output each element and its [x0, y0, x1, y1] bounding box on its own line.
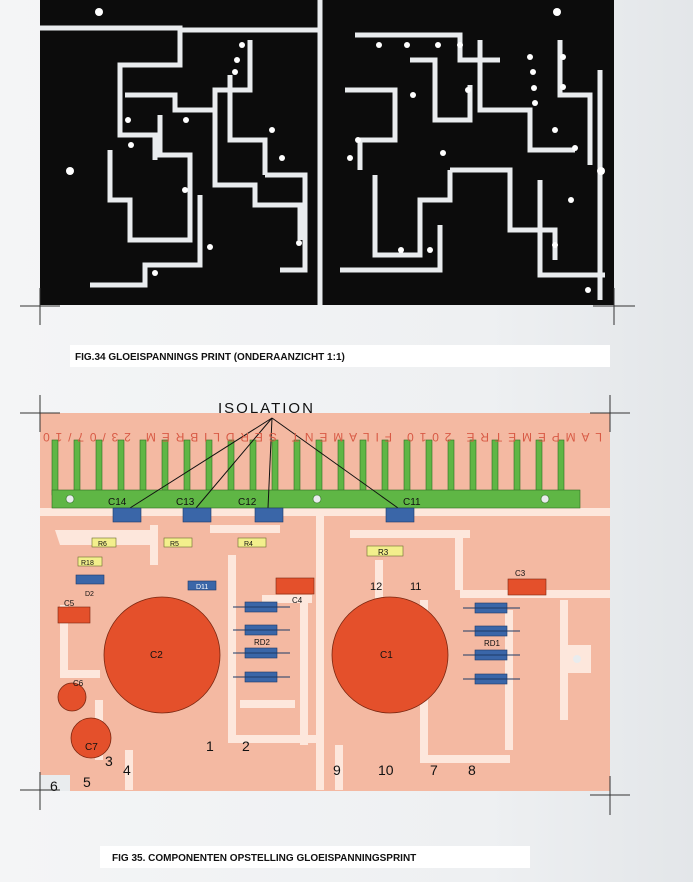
- pcb-pads: [66, 8, 605, 293]
- capacitor-c7: [70, 717, 112, 759]
- label-r3: R3: [378, 548, 389, 557]
- pin-1: 1: [206, 738, 214, 754]
- heatsink: [51, 439, 581, 509]
- label-c4: C4: [292, 596, 303, 605]
- label-c3: C3: [515, 569, 526, 578]
- label-r5: R5: [170, 541, 179, 548]
- label-c12: C12: [238, 497, 257, 508]
- fig34-caption: FIG.34 GLOEISPANNINGS PRINT (ONDERAANZIC…: [75, 352, 345, 363]
- pin-10: 10: [378, 762, 394, 778]
- capacitor-c6: [57, 682, 87, 712]
- pin-2: 2: [242, 738, 250, 754]
- label-d2: D2: [85, 591, 94, 598]
- label-c14: C14: [108, 497, 127, 508]
- label-d11: D11: [196, 584, 208, 591]
- axial-leads: [233, 606, 520, 680]
- film-capacitors: [57, 577, 547, 624]
- isolation-pointers: [129, 417, 399, 509]
- pin-9: 9: [333, 762, 341, 778]
- pcb-isolation-gaps: [40, 0, 605, 305]
- component-layout: [20, 395, 630, 815]
- label-c13: C13: [176, 497, 195, 508]
- pcb-bottom-view: [20, 0, 635, 325]
- label-c11: C11: [403, 497, 421, 508]
- label-c7: C7: [85, 742, 98, 753]
- crop-marks-fig35: [20, 395, 630, 815]
- label-c1: C1: [380, 650, 393, 661]
- pin-8: 8: [468, 762, 476, 778]
- pcb-board: [40, 413, 610, 791]
- pin-6: 6: [50, 778, 58, 794]
- label-rd1: RD1: [484, 639, 501, 648]
- pin-12: 12: [370, 581, 382, 593]
- pin-4: 4: [123, 762, 131, 778]
- pcb-copper-area: [40, 0, 614, 305]
- resistors: [77, 537, 404, 567]
- pcb-traces: [40, 490, 610, 790]
- label-r6: R6: [98, 541, 107, 548]
- isolation-label: ISOLATION: [218, 400, 315, 417]
- fig35-caption: FIG 35. COMPONENTEN OPSTELLING GLOEISPAN…: [112, 853, 417, 864]
- crop-marks-fig34: [20, 288, 635, 325]
- label-r18: R18: [81, 560, 94, 567]
- pin-11: 11: [410, 581, 421, 593]
- board-cutout: [40, 775, 70, 791]
- label-rd2: RD2: [254, 638, 271, 647]
- caption-band-fig35: [100, 846, 530, 868]
- label-c5: C5: [64, 599, 75, 608]
- pin-3: 3: [105, 753, 113, 769]
- label-r4: R4: [244, 541, 253, 548]
- capacitor-c1: [331, 596, 449, 714]
- caption-band-fig34: [70, 345, 610, 367]
- pin-5: 5: [83, 774, 91, 790]
- pin-7: 7: [430, 762, 438, 778]
- capacitor-c2: [103, 596, 221, 714]
- label-c6: C6: [73, 679, 84, 688]
- label-c2: C2: [150, 650, 163, 661]
- mounting-hole: [573, 655, 581, 663]
- transistors: [112, 507, 415, 523]
